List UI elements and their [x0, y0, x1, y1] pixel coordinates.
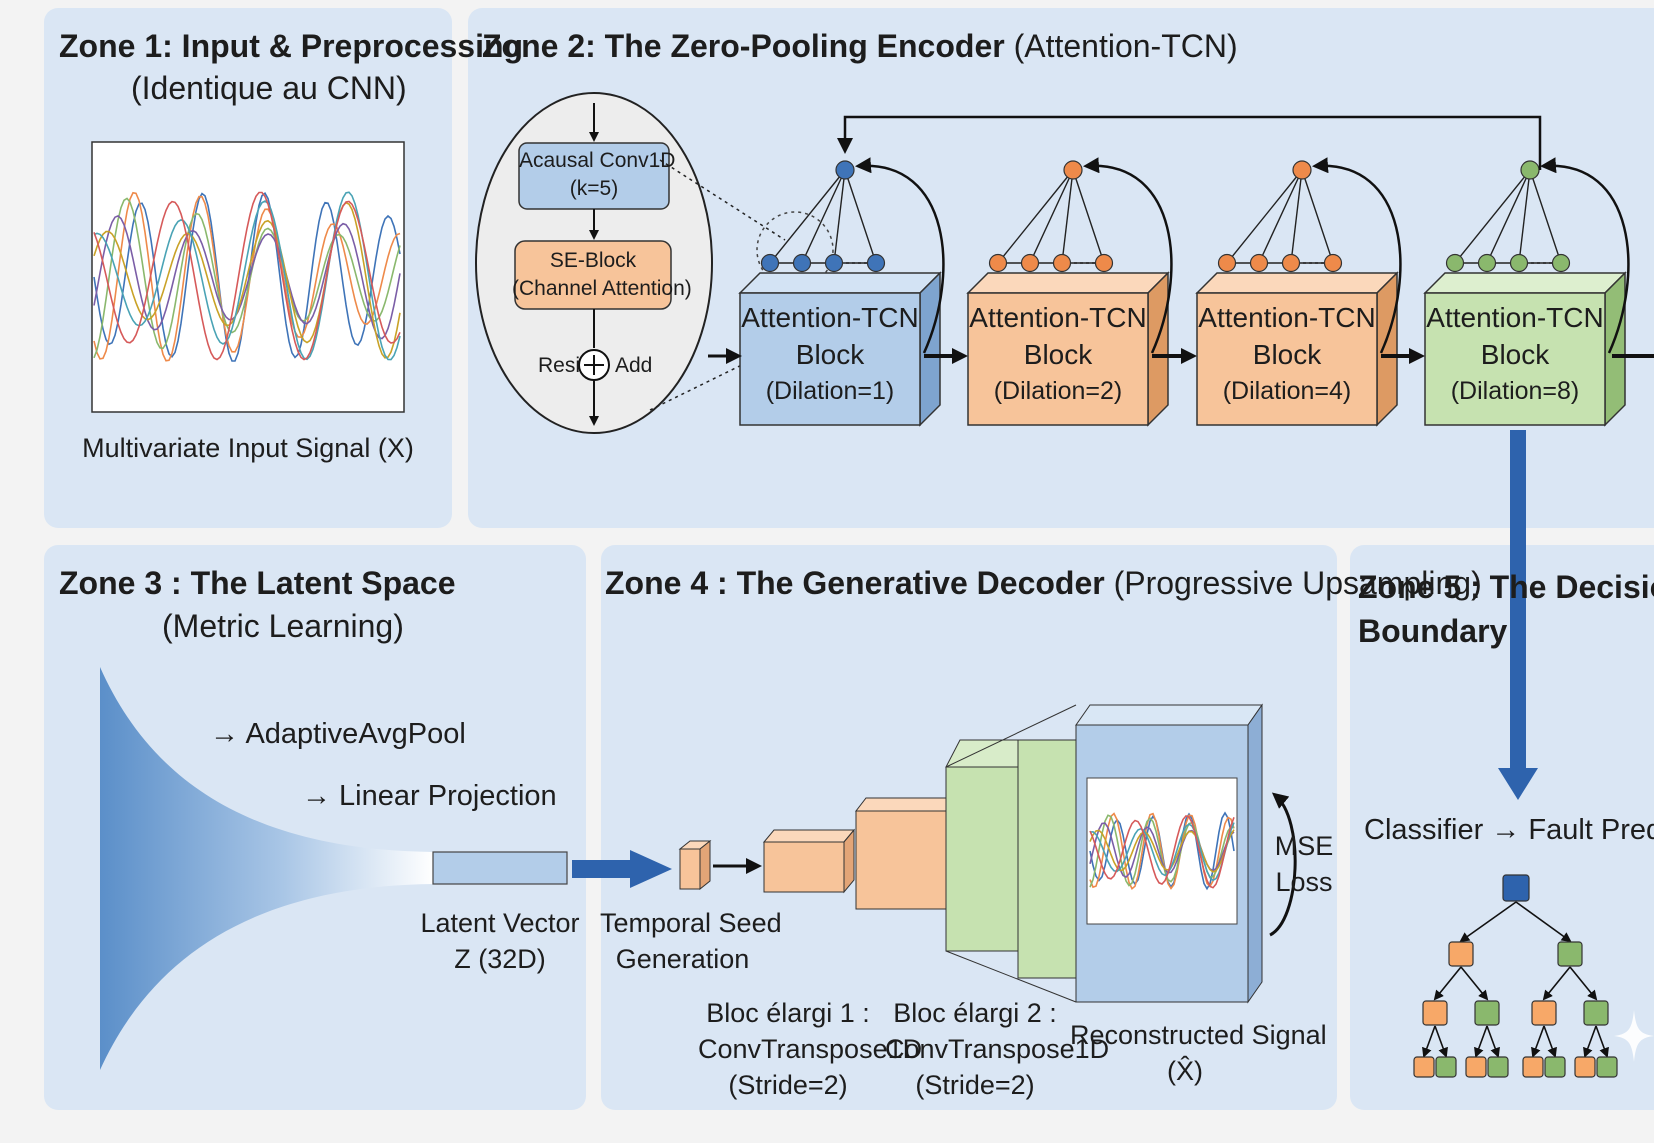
- tcn-output-node: [1292, 160, 1312, 180]
- tree-node: [1448, 941, 1474, 967]
- se-block-label: SE-Block(Channel Attention): [512, 249, 692, 300]
- tree-node: [1502, 874, 1530, 902]
- tcn-node: [1052, 253, 1072, 273]
- tree-node: [1583, 1000, 1609, 1026]
- tcn-node: [1445, 253, 1465, 273]
- sparkle-icon: [1614, 1010, 1654, 1062]
- input-signal-waves: [93, 191, 401, 362]
- tcn-node: [1020, 253, 1040, 273]
- tcn-output-node: [1063, 160, 1083, 180]
- tree-node: [1435, 1056, 1457, 1078]
- bloc-elargi-2-label: Bloc élargi 2 :ConvTranspose1D(Stride=2): [885, 998, 1110, 1100]
- tree-node: [1422, 1000, 1448, 1026]
- zone5-title: Zone 5 : The DecisionBoundary: [1358, 569, 1654, 649]
- tree-node: [1413, 1056, 1435, 1078]
- deconv-block-3: [945, 739, 1019, 952]
- tcn-node: [866, 253, 886, 273]
- tree-node: [1557, 941, 1583, 967]
- deconv-block-2: [854, 797, 947, 910]
- add-label: Add: [615, 354, 653, 377]
- encoder-to-classifier-arrow: [1510, 430, 1526, 770]
- reconstructed-signal-waves: [1089, 811, 1235, 891]
- attention-tcn-block-4: [1423, 157, 1630, 427]
- zone1-subtitle: (Identique au CNN): [131, 70, 407, 106]
- attention-tcn-block-1: [738, 157, 968, 427]
- zone3-title: Zone 3 : The Latent Space: [59, 565, 456, 601]
- zone1-title: Zone 1: Input & Preprocessing: [59, 28, 524, 64]
- tcn-node: [1281, 253, 1301, 273]
- tcn-output-node: [835, 160, 855, 180]
- encoder-blocks: [738, 157, 1630, 427]
- tcn-node: [1551, 253, 1571, 273]
- bloc-elargi-1-label: Bloc élargi 1 :ConvTranspose1D(Stride=2): [698, 998, 923, 1100]
- zone4-title: Zone 4 : The Generative Decoder (Progres…: [605, 565, 1482, 601]
- temporal-seed-cube: [678, 839, 712, 891]
- tcn-node: [988, 253, 1008, 273]
- deconv-block-1: [762, 828, 856, 894]
- classifier-label: Classifier → Fault Prediction: [1364, 814, 1654, 846]
- tcn-output-node: [1520, 160, 1540, 180]
- tcn-node: [760, 253, 780, 273]
- tcn-node: [1477, 253, 1497, 273]
- tcn-node: [792, 253, 812, 273]
- tcn-node: [1249, 253, 1269, 273]
- tcn-node: [1094, 253, 1114, 273]
- decision-tree: [1413, 874, 1618, 1078]
- tree-node: [1474, 1000, 1500, 1026]
- resi-label: Resi: [538, 354, 581, 377]
- tree-node: [1596, 1056, 1618, 1078]
- tree-node: [1487, 1056, 1509, 1078]
- attention-tcn-block-2: [966, 157, 1197, 427]
- tree-node: [1531, 1000, 1557, 1026]
- tcn-node: [824, 253, 844, 273]
- tree-node: [1522, 1056, 1544, 1078]
- adaptive-avg-pool-label: → AdaptiveAvgPool: [210, 718, 466, 750]
- linear-projection-label: → Linear Projection: [302, 780, 557, 812]
- attention-tcn-block-3: [1195, 157, 1425, 427]
- input-signal-label: Multivariate Input Signal (X): [82, 433, 414, 463]
- tree-node: [1544, 1056, 1566, 1078]
- tcn-node: [1509, 253, 1529, 273]
- latent-vector-bar: [432, 851, 568, 885]
- tcn-node: [1217, 253, 1237, 273]
- zone3-subtitle: (Metric Learning): [162, 608, 404, 644]
- latent-funnel: [100, 667, 433, 1070]
- zone2-title: Zone 2: The Zero-Pooling Encoder (Attent…: [482, 28, 1238, 64]
- skip-connection-arrow: [837, 115, 1542, 170]
- acausal-conv-label: Acausal Conv1D(k=5): [519, 149, 676, 200]
- deconv-block-4: [1017, 739, 1077, 979]
- tcn-node: [1323, 253, 1343, 273]
- reconstructed-signal-label: Reconstructed Signal(X̂): [1070, 1020, 1327, 1086]
- mse-loss-arrow: [1269, 792, 1297, 937]
- tree-node: [1465, 1056, 1487, 1078]
- tree-node: [1574, 1056, 1596, 1078]
